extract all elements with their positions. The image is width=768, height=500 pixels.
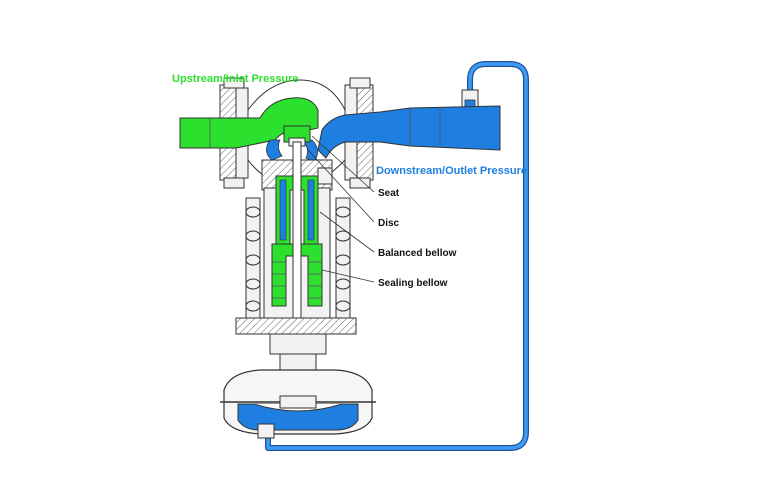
inlet-label: Upstream/Inlet Pressure: [172, 73, 299, 85]
inlet-flow: [179, 97, 319, 149]
outlet-flow: [317, 105, 501, 159]
disc-label: Disc: [378, 218, 400, 229]
actuator-fitting: [257, 423, 275, 439]
sensing-line-fill: [266, 62, 528, 450]
lower-flange: [235, 317, 357, 335]
outlet-label: Downstream/Outlet Pressure: [376, 165, 527, 177]
sealing-bellow: [271, 243, 323, 307]
balanced-bellow-blue: [279, 179, 315, 241]
valve-body: [247, 79, 346, 181]
sealing-bellow-label: Sealing bellow: [378, 278, 448, 289]
spring-assembly: [245, 197, 351, 319]
balanced-bellow-label: Balanced bellow: [378, 248, 457, 259]
seat-label: Seat: [378, 188, 400, 199]
leader-lines: [307, 135, 375, 283]
